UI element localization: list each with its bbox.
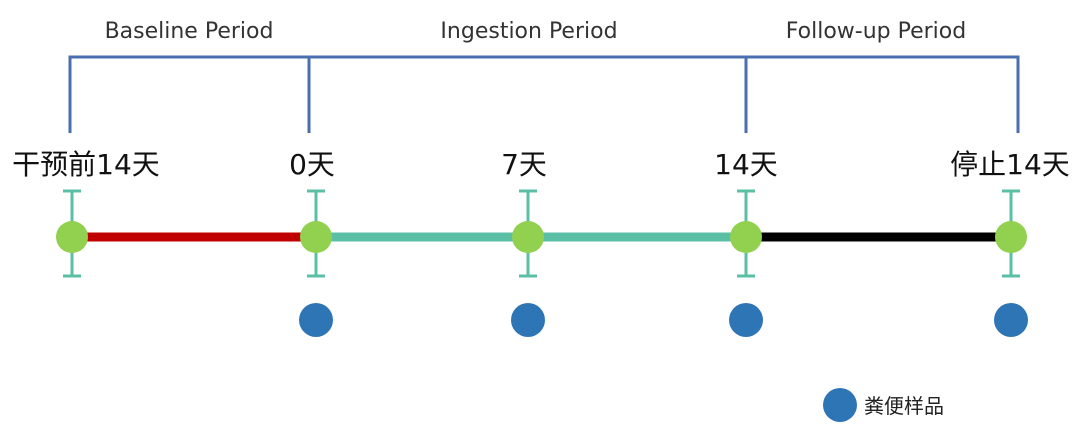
timepoint-node [995,221,1027,253]
timepoint-label-day7: 7天 [501,148,547,181]
period-label-followup: Follow-up Period [786,19,966,44]
period-label-ingestion: Ingestion Period [440,19,617,44]
baseline-bracket [68,55,311,133]
sample-dot [511,303,545,337]
timepoint-node [300,221,332,253]
timepoint-label-day14: 14天 [714,148,778,181]
timepoint-node [730,221,762,253]
followup-bracket [746,55,1020,133]
period-label-baseline: Baseline Period [105,19,274,44]
legend-sample-label: 粪便样品 [864,394,944,418]
timepoint-node [56,221,88,253]
timepoint-label-stop14: 停止14天 [950,148,1070,181]
ingestion-bracket [309,55,748,133]
timepoint-node [512,221,544,253]
sample-dot [994,303,1028,337]
period-brackets [68,55,1020,133]
legend-sample-dot [823,388,857,422]
timepoint-label-day0: 0天 [289,148,335,181]
sample-dot [729,303,763,337]
legend: 粪便样品 [823,388,944,422]
sample-dot [299,303,333,337]
timeline-nodes [56,189,1028,337]
timepoint-label-pre: 干预前14天 [12,148,160,181]
